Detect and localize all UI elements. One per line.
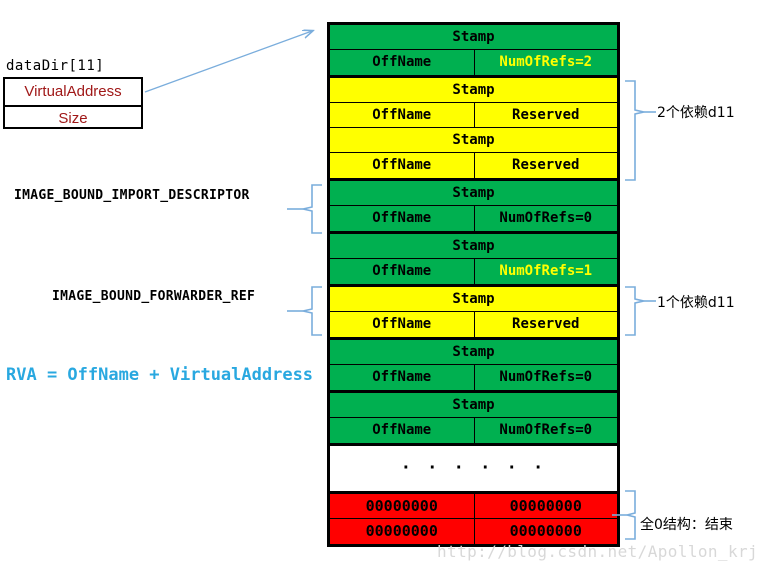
table-cell: Stamp [452, 397, 495, 413]
table-cell: OffName [372, 369, 432, 385]
table-row: Stamp [330, 393, 617, 418]
datadir-box: VirtualAddress Size [3, 77, 143, 129]
table-cell: 00000000 [473, 519, 618, 544]
bracket-bound-import-descriptor [302, 184, 322, 234]
table-row: 00000000 00000000 [330, 519, 617, 544]
table-row: OffName Reserved [330, 312, 617, 337]
annotation-two-dependent-dlls: 2个依赖d11 [657, 105, 735, 121]
table-row: Stamp [330, 234, 617, 259]
bracket-one-dependent-dll [625, 286, 645, 336]
table-cell: OffName [372, 316, 432, 332]
table-cell: 00000000 [473, 494, 618, 518]
table-cell: · · · · · · [400, 458, 547, 478]
table-cell: OffName [372, 54, 432, 70]
datadir-label: dataDir[11] [6, 58, 105, 74]
table-cell: OffName [372, 107, 432, 123]
label-bound-forwarder-ref: IMAGE_BOUND_FORWARDER_REF [52, 289, 256, 304]
table-row: Stamp [330, 25, 617, 50]
table-cell: Stamp [452, 185, 495, 201]
table-cell: NumOfRefs=0 [473, 365, 618, 390]
table-cell: Stamp [452, 82, 495, 98]
table-cell: Stamp [452, 238, 495, 254]
table-cell: NumOfRefs=2 [473, 50, 618, 75]
table-row: Stamp [330, 128, 617, 153]
table-row: · · · · · · [330, 446, 617, 491]
datadir-virtualaddress-row: VirtualAddress [5, 79, 141, 107]
table-cell: Reserved [473, 153, 618, 178]
table-cell: NumOfRefs=0 [473, 206, 618, 231]
table-row: OffName NumOfRefs=0 [330, 418, 617, 443]
datadir-size-row: Size [58, 110, 88, 127]
table-cell: OffName [372, 422, 432, 438]
table-cell: Stamp [452, 29, 495, 45]
bracket-bound-forwarder-ref [302, 286, 322, 336]
table-cell: Reserved [473, 103, 618, 127]
table-row: OffName Reserved [330, 103, 617, 128]
table-row: Stamp [330, 287, 617, 312]
table-cell: 00000000 [365, 497, 438, 515]
table-cell: 00000000 [365, 522, 438, 540]
bracket-terminator [625, 490, 636, 540]
table-cell: NumOfRefs=1 [473, 259, 618, 284]
table-row: OffName Reserved [330, 153, 617, 178]
table-cell: OffName [372, 157, 432, 173]
annotation-terminator: 全0结构：结束 [640, 517, 733, 533]
watermark: http://blog.csdn.net/Apollon_krj [437, 542, 759, 561]
table-cell: Stamp [452, 344, 495, 360]
table-row: OffName NumOfRefs=0 [330, 206, 617, 231]
table-block: · · · · · · [330, 446, 617, 494]
virtualaddress-to-table-arrow [144, 31, 312, 93]
table-row: Stamp [330, 78, 617, 103]
table-cell: OffName [372, 263, 432, 279]
table-row: OffName NumOfRefs=1 [330, 259, 617, 284]
table-row: OffName NumOfRefs=0 [330, 365, 617, 390]
label-bound-import-descriptor: IMAGE_BOUND_IMPORT_DESCRIPTOR [14, 188, 250, 203]
table-cell: OffName [372, 210, 432, 226]
bracket-two-dependent-dlls [625, 80, 645, 181]
table-cell: Stamp [452, 132, 495, 148]
table-row: OffName NumOfRefs=2 [330, 50, 617, 75]
table-cell: NumOfRefs=0 [473, 418, 618, 443]
table-cell: Reserved [473, 312, 618, 337]
table-row: Stamp [330, 340, 617, 365]
rva-formula: RVA = OffName + VirtualAddress [6, 365, 314, 385]
table-row: 00000000 00000000 [330, 494, 617, 519]
annotation-one-dependent-dll: 1个依赖d11 [657, 295, 735, 311]
table-row: Stamp [330, 181, 617, 206]
table-cell: Stamp [452, 291, 495, 307]
